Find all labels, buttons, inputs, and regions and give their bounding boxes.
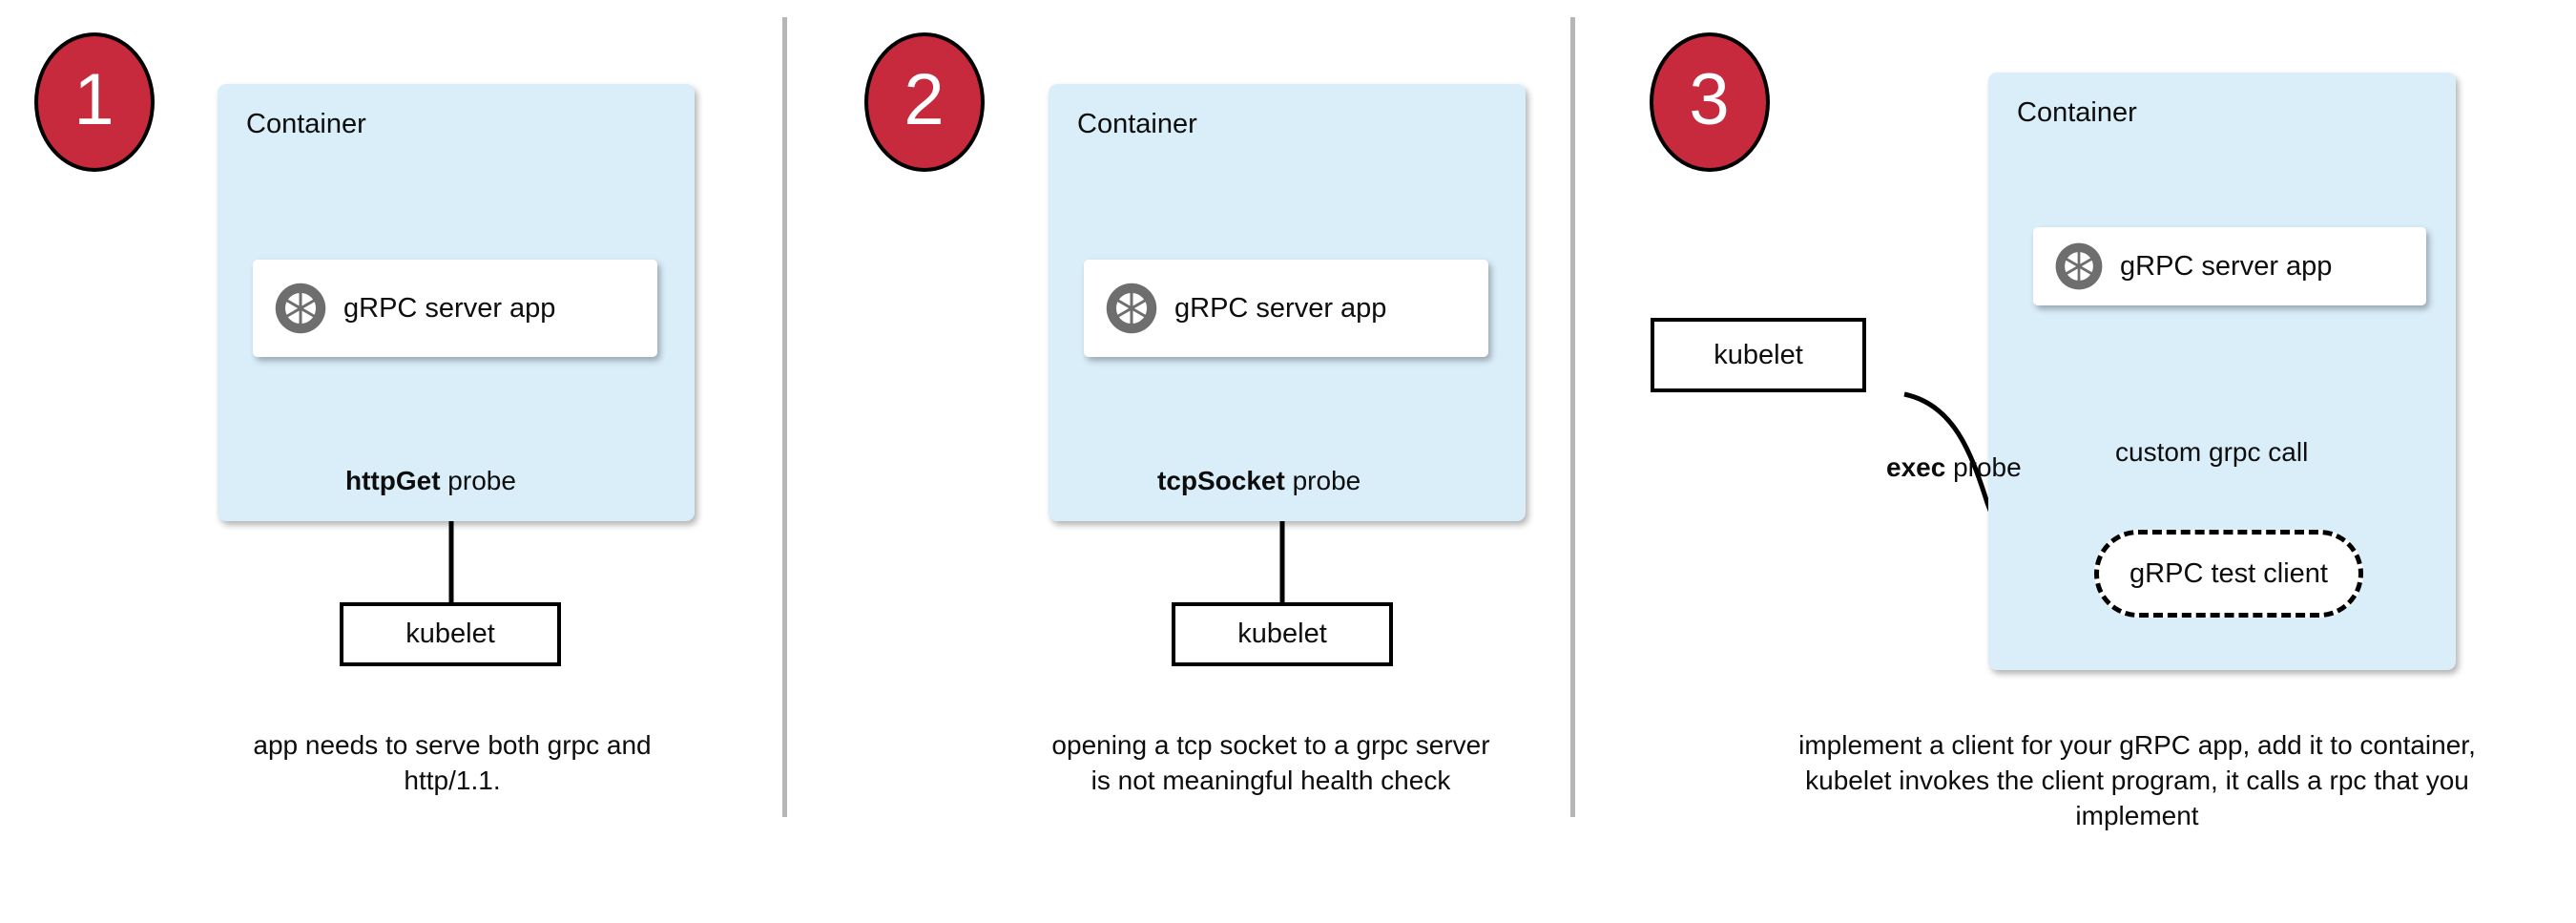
grpc-aperture-icon [274, 282, 327, 335]
panel-caption-3: implement a client for your gRPC app, ad… [1798, 730, 2476, 831]
app-card-label: gRPC server app [1174, 292, 1387, 324]
grpc-test-client-node: gRPC test client [2094, 530, 2363, 618]
probe-label-3: exec probe [1886, 452, 2022, 483]
kubelet-box-2: kubelet [1172, 602, 1393, 666]
app-card-label: gRPC server app [2120, 250, 2333, 282]
grpc-aperture-icon [1105, 282, 1158, 335]
app-card-2: gRPC server app [1084, 260, 1488, 357]
container-label: Container [2017, 97, 2137, 128]
container-label: Container [1077, 109, 1197, 139]
container-label: Container [246, 109, 366, 139]
app-card-3: gRPC server app [2033, 227, 2426, 305]
kubelet-box-3: kubelet [1651, 318, 1866, 392]
probe-label-2: tcpSocket probe [1157, 466, 1361, 496]
step-badge-1: 1 [34, 32, 155, 172]
grpc-test-client-label: gRPC test client [2129, 557, 2328, 589]
panel-caption-1: app needs to serve both grpc and http/1.… [253, 730, 652, 796]
probe-label-suffix: probe [1945, 452, 2022, 482]
kubelet-label: kubelet [1714, 339, 1803, 370]
probe-label-keyword: httpGet [345, 466, 441, 495]
kubelet-box-1: kubelet [340, 602, 561, 666]
kubelet-label: kubelet [1237, 619, 1327, 649]
step-badge-3: 3 [1650, 32, 1770, 172]
probe-label-suffix: probe [440, 466, 516, 495]
step-number: 2 [904, 59, 945, 140]
probe-label-keyword: tcpSocket [1157, 466, 1285, 495]
step-number: 1 [73, 59, 115, 140]
probe-label-keyword: exec [1886, 452, 1946, 482]
app-card-label: gRPC server app [343, 292, 556, 324]
panel-caption-2: opening a tcp socket to a grpc server is… [1051, 730, 1490, 796]
grpc-call-label: custom grpc call [2115, 437, 2309, 467]
probe-label-suffix: probe [1284, 466, 1361, 495]
app-card-1: gRPC server app [253, 260, 657, 357]
probe-label-1: httpGet probe [345, 466, 516, 496]
panel-divider-2 [1570, 17, 1575, 817]
step-badge-2: 2 [864, 32, 985, 172]
kubelet-label: kubelet [405, 619, 495, 649]
step-number: 3 [1689, 59, 1731, 140]
grpc-aperture-icon [2054, 241, 2104, 291]
panel-divider-1 [782, 17, 787, 817]
